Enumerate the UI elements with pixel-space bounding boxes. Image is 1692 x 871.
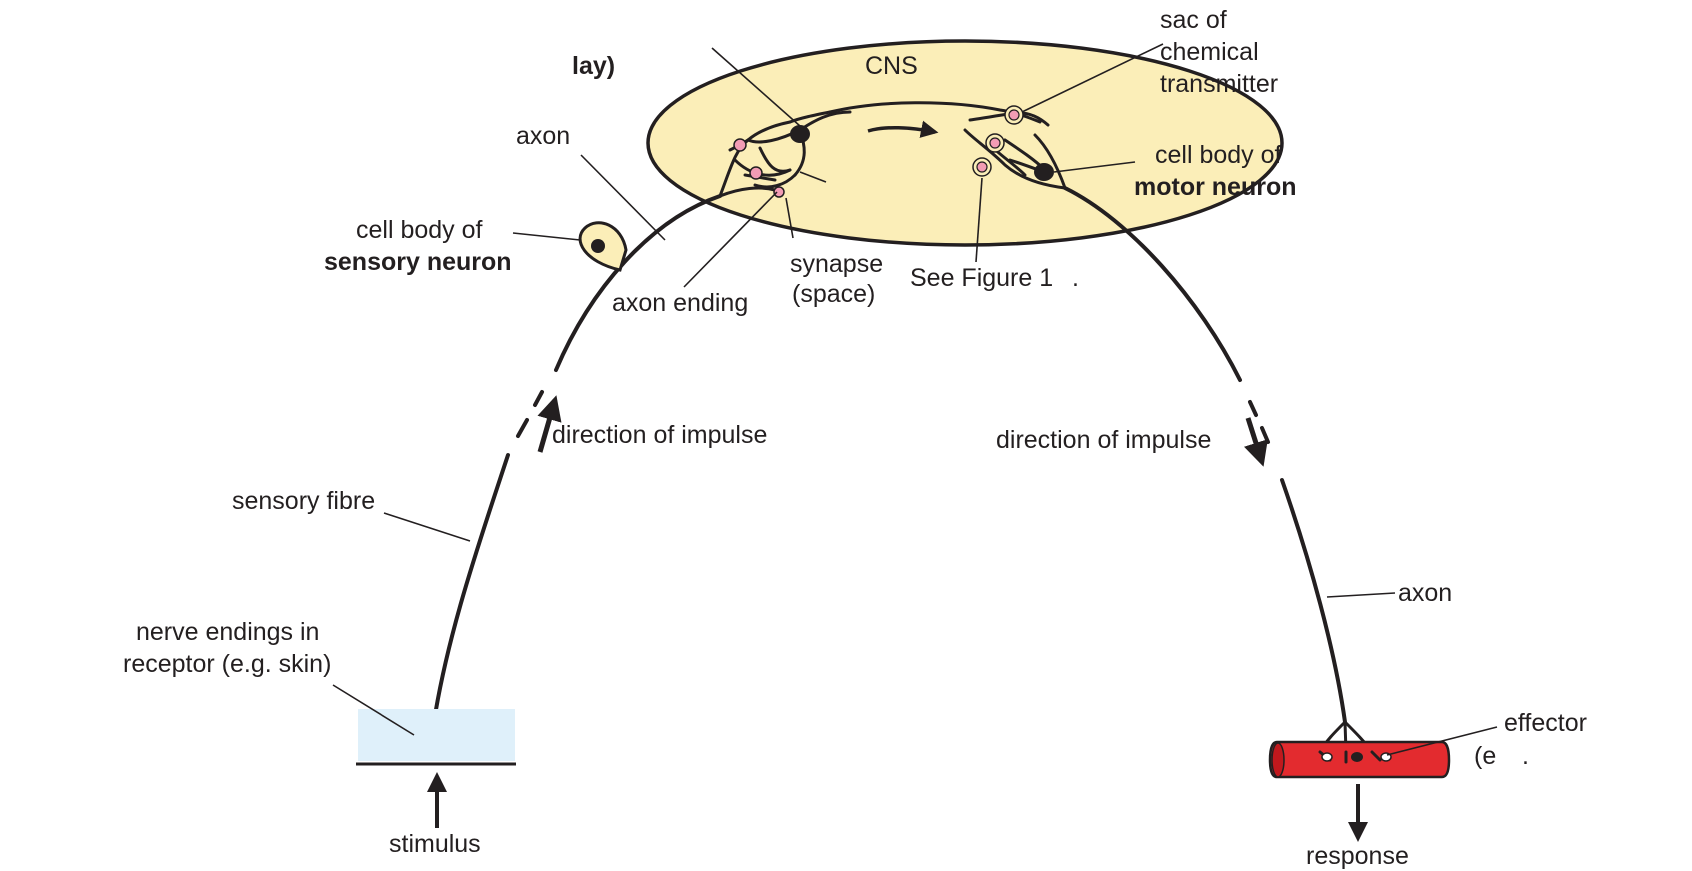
motor-neuron (1063, 186, 1374, 754)
relay-label-fragment: lay) (572, 52, 615, 80)
sensory-cell-body-label-line1: cell body of (356, 216, 483, 244)
see-figure-label: See Figure 1 (910, 264, 1053, 292)
sensory-cell-body-label-line2: sensory neuron (324, 248, 512, 276)
motor-cell-body-label-line2: motor neuron (1134, 173, 1297, 201)
effector-label: effector (1504, 709, 1587, 737)
effector-dot: . (1522, 742, 1529, 770)
axon-right-label: axon (1398, 579, 1452, 607)
effector-muscle (1268, 740, 1451, 779)
sac-label-line2: chemical (1160, 38, 1259, 66)
sensory-neuron (402, 194, 722, 760)
synapse-label-line2: (space) (792, 280, 875, 308)
motor-cell-body-label-line1: cell body of (1155, 141, 1282, 169)
sac-label-line3: transmitter (1160, 70, 1278, 98)
cns-label: CNS (865, 52, 918, 80)
see-figure-dot: . (1072, 264, 1079, 292)
impulse-arrow-left (537, 395, 562, 453)
effector-label-fragment: (e (1474, 742, 1496, 770)
stimulus-label: stimulus (389, 830, 481, 858)
sac-label-line1: sac of (1160, 6, 1227, 34)
sensory-fibre-label: sensory fibre (232, 487, 375, 515)
nerve-endings-label-line2: receptor (e.g. skin) (123, 650, 331, 678)
direction-impulse-left-label: direction of impulse (552, 421, 767, 449)
axon-top-label: axon (516, 122, 570, 150)
leader-lines (332, 43, 1498, 756)
axon-ending-label: axon ending (612, 289, 748, 317)
synapse-label-line1: synapse (790, 250, 883, 278)
cns-region (646, 39, 1284, 247)
nerve-endings-label-line1: nerve endings in (136, 618, 319, 646)
sensory-cell-body (578, 221, 628, 272)
impulse-arrow-right (1244, 417, 1268, 467)
direction-impulse-right-label: direction of impulse (996, 426, 1211, 454)
relay-neuron (718, 101, 1067, 198)
transmitter-sacs (733, 105, 1024, 198)
response-label: response (1306, 842, 1409, 870)
receptor-skin (358, 709, 515, 761)
